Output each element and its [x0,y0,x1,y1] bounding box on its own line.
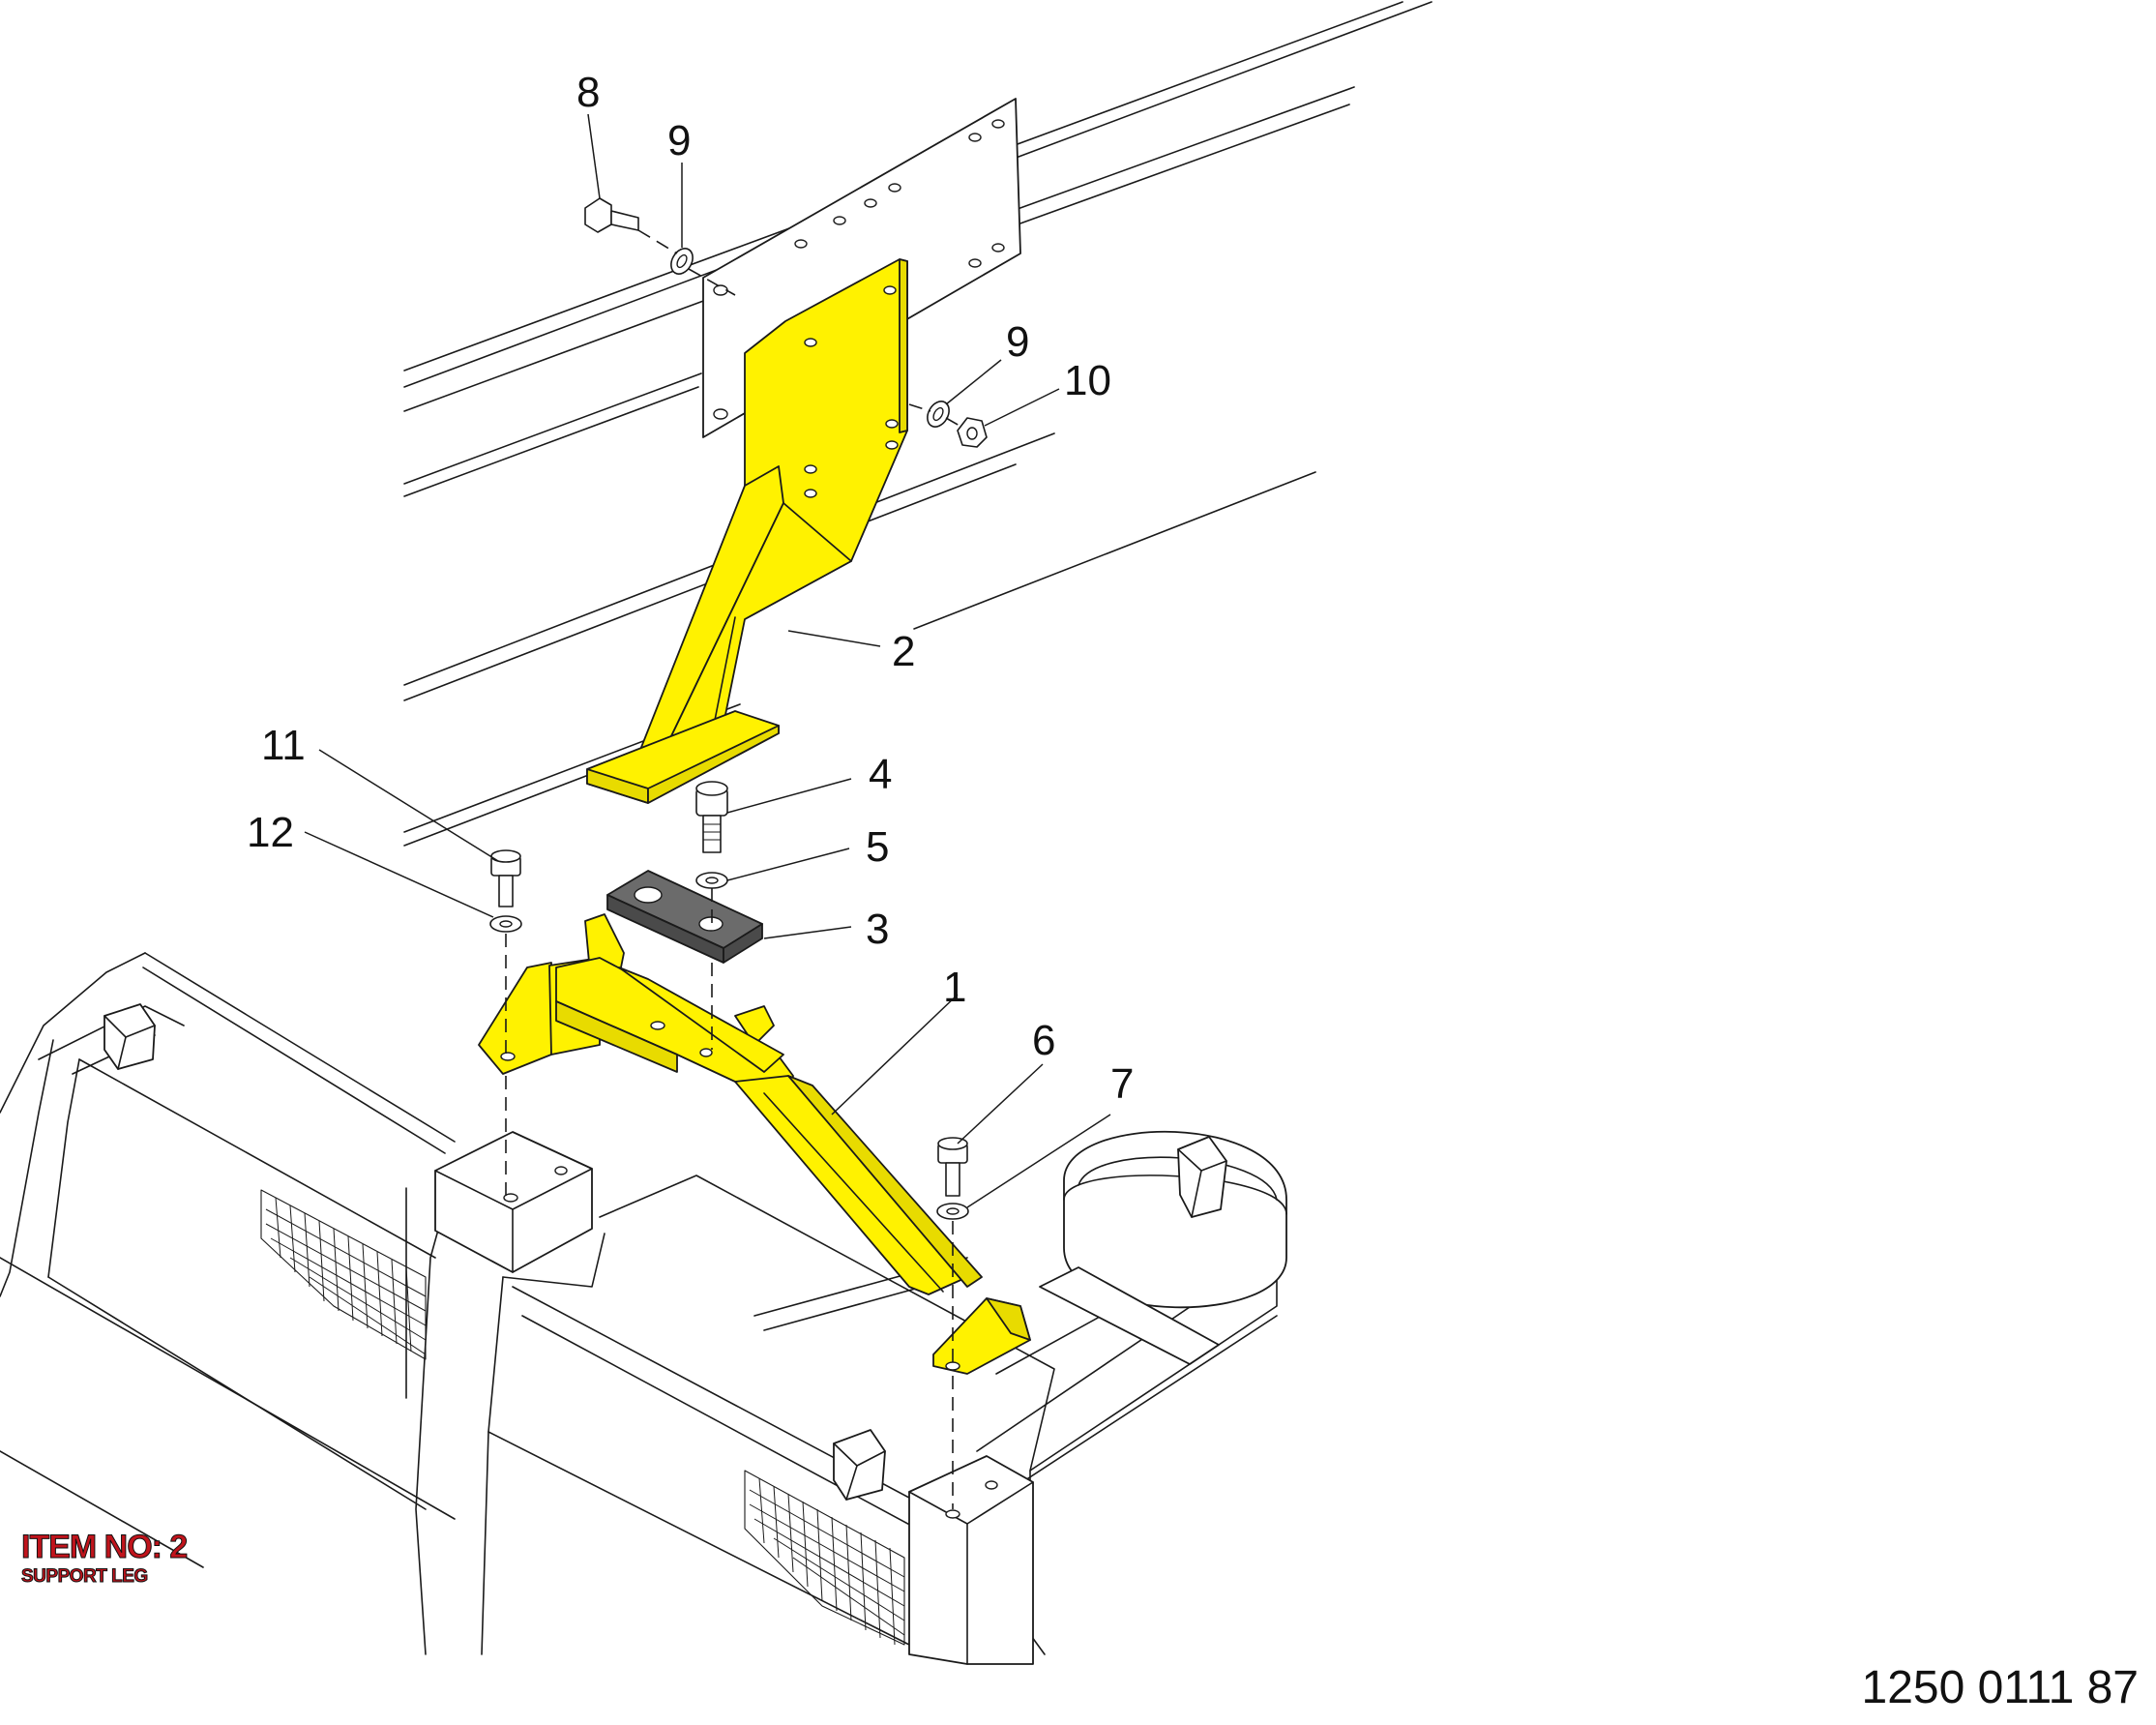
boom-outline [403,1,1432,847]
callout-9-lower: 9 [1006,318,1029,366]
reel-drum [1039,1130,1287,1365]
grille-right [744,1470,905,1646]
lamp-right [833,1429,886,1501]
callout-6: 6 [1032,1017,1055,1064]
washer-item-12 [489,915,522,933]
column-block-right [908,1455,1034,1665]
callout-5: 5 [866,823,889,871]
nut-item-10 [957,417,988,448]
washer-item-5 [695,872,728,889]
leader-lines [304,113,1111,1208]
callout-10: 10 [1064,357,1111,404]
base-frame-item-1 [478,913,1031,1375]
callout-9-upper: 9 [667,117,691,164]
grille-left [260,1189,427,1360]
assembly-centerlines [505,229,960,1509]
callout-1: 1 [943,964,966,1011]
callout-2: 2 [892,628,915,675]
item-title: ITEM NO: 2 [20,1529,188,1565]
callout-12: 12 [247,809,294,856]
lamp-left [103,1003,156,1070]
socket-screw-item-4 [695,781,728,853]
support-leg-item-2 [586,258,908,804]
bolt-item-6 [937,1137,968,1197]
callout-4: 4 [869,751,892,798]
spacer-item-3 [606,870,763,964]
callout-7: 7 [1110,1060,1134,1108]
callout-3: 3 [866,906,889,953]
drawing-number: 1250 0111 87 [1861,1662,2140,1713]
column-block-left [434,1131,593,1273]
callout-labels: 8 9 9 10 2 11 4 12 5 3 1 6 7 [247,69,1134,1108]
washer-item-7 [936,1203,969,1220]
item-subtitle: SUPPORT LEG [20,1566,148,1587]
callout-8: 8 [576,69,600,116]
washer-item-9-upper [670,248,694,275]
item-label: ITEM NO: 2 SUPPORT LEG [20,1529,188,1587]
callout-11: 11 [261,722,306,769]
bolt-item-8 [584,197,639,233]
bolt-item-11 [490,849,521,907]
